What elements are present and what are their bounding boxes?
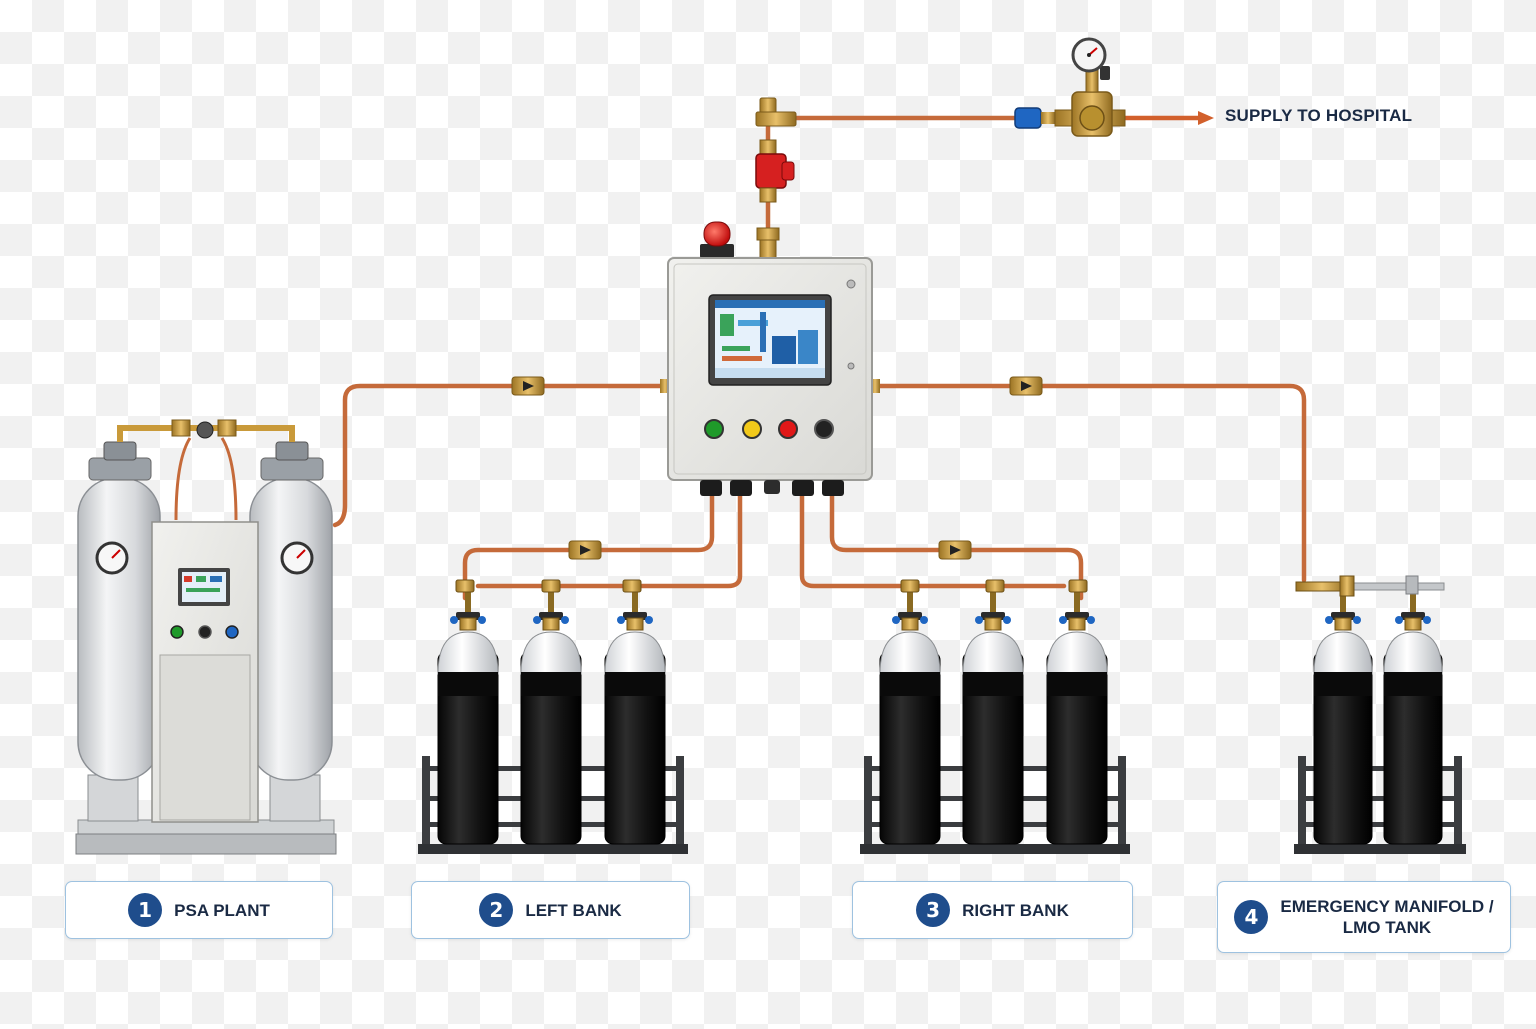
oxygen-cylinder — [962, 590, 1024, 845]
oxygen-cylinder — [604, 590, 666, 845]
hmi-touchscreen[interactable] — [708, 294, 832, 386]
copper-pipes — [332, 115, 1307, 601]
step-number-badge: 2 — [479, 893, 514, 927]
check-valve-icon — [1009, 376, 1043, 396]
supply-arrow — [1125, 111, 1214, 125]
black-button[interactable] — [814, 419, 834, 439]
oxygen-cylinder — [1313, 590, 1373, 845]
green-start-button[interactable] — [704, 419, 724, 439]
beacon-base — [700, 244, 734, 258]
rack-emergency — [1294, 756, 1466, 854]
oxygen-cylinder — [1046, 590, 1108, 845]
pressure-gauge-icon — [280, 541, 314, 575]
psa-black-button[interactable] — [198, 625, 212, 639]
adsorber-tank-left — [77, 477, 161, 781]
oxygen-cylinder — [879, 590, 941, 845]
oxygen-cylinder — [1383, 590, 1443, 845]
adsorber-tank-right — [249, 477, 333, 781]
label-line-1: EMERGENCY MANIFOLD / — [1280, 897, 1494, 916]
pipe-right-bank-lower — [799, 489, 1067, 589]
red-stop-button[interactable] — [778, 419, 798, 439]
psa-plant — [75, 419, 337, 855]
pipe-left-bank-lower — [475, 489, 743, 589]
check-valve-icon — [511, 376, 545, 396]
step-number-badge: 1 — [128, 893, 163, 927]
pressure-regulator-icon[interactable] — [1054, 37, 1126, 137]
yellow-button[interactable] — [742, 419, 762, 439]
psa-start-button[interactable] — [170, 625, 184, 639]
oxygen-cylinder — [437, 590, 499, 845]
label-emergency-manifold: 4 EMERGENCY MANIFOLD / LMO TANK — [1217, 881, 1511, 953]
label-psa-plant: 1 PSA PLANT — [65, 881, 333, 939]
label-text: LEFT BANK — [525, 900, 622, 920]
blue-coupling-icon — [1014, 107, 1042, 129]
pipe-psa-to-panel — [332, 383, 671, 528]
psa-blue-button[interactable] — [225, 625, 239, 639]
label-left-bank: 2 LEFT BANK — [411, 881, 690, 939]
check-valve-icon — [568, 540, 602, 560]
control-panel — [660, 221, 880, 496]
label-right-bank: 3 RIGHT BANK — [852, 881, 1133, 939]
supply-riser-fittings — [755, 97, 797, 259]
label-text: PSA PLANT — [174, 900, 270, 920]
step-number-badge: 4 — [1234, 900, 1269, 934]
alarm-beacon-icon — [703, 221, 731, 247]
check-valve-markers — [511, 376, 1043, 560]
label-line-2: LMO TANK — [1342, 918, 1432, 937]
pressure-gauge-icon — [95, 541, 129, 575]
supply-to-hospital-label: SUPPLY TO HOSPITAL — [1225, 106, 1413, 125]
oxygen-cylinder — [520, 590, 582, 845]
cylinder-groups — [418, 575, 1466, 854]
pipe-panel-to-emergency — [869, 383, 1307, 583]
check-valve-icon — [938, 540, 972, 560]
pipe-panel-to-supply — [765, 115, 1018, 258]
psa-hmi-screen[interactable] — [178, 568, 230, 606]
step-number-badge: 3 — [916, 893, 951, 927]
label-text: RIGHT BANK — [962, 900, 1069, 920]
label-text: EMERGENCY MANIFOLD / LMO TANK — [1280, 896, 1493, 938]
emergency-manifold-header — [1295, 575, 1445, 597]
